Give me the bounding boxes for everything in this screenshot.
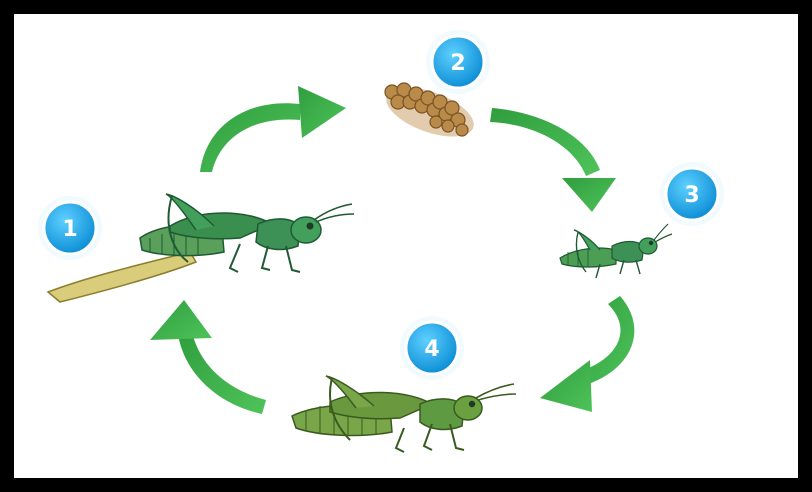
step-badge-2: 2 xyxy=(426,30,490,94)
arrow-1-to-2 xyxy=(200,86,346,172)
step-number-3: 3 xyxy=(684,183,699,208)
step-number-4: 4 xyxy=(424,337,439,362)
step-badge-1: 1 xyxy=(38,196,102,260)
step-badge-4: 4 xyxy=(400,316,464,380)
young-adult-grasshopper xyxy=(292,376,516,452)
nymph-grasshopper xyxy=(560,224,672,278)
arrow-2-to-3 xyxy=(490,108,616,212)
arrow-4-to-1 xyxy=(150,300,266,414)
arrow-3-to-4 xyxy=(540,296,634,412)
step-badge-3: 3 xyxy=(660,162,724,226)
step-number-2: 2 xyxy=(450,51,465,76)
step-number-1: 1 xyxy=(62,217,77,242)
